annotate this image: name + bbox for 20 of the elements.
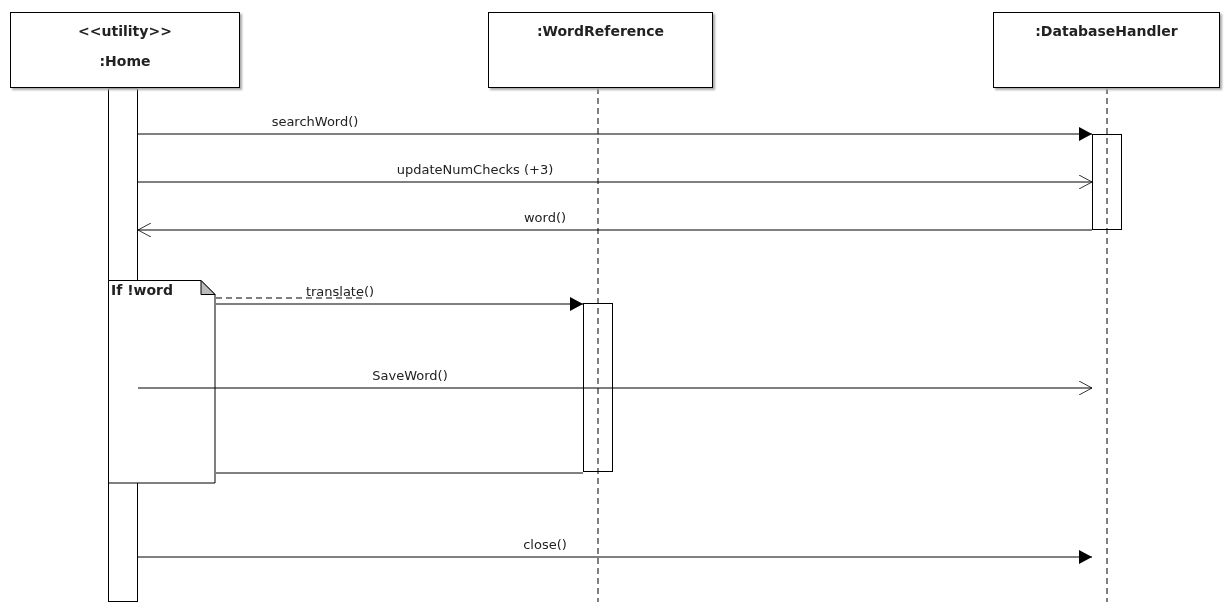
message-label: translate() xyxy=(305,284,375,299)
stereotype-label: <<utility>> xyxy=(77,22,173,41)
message-label: close() xyxy=(523,537,567,552)
note xyxy=(108,280,216,484)
message-arrow xyxy=(137,550,1093,564)
participant-box xyxy=(10,12,240,88)
participant-name: :Home xyxy=(98,52,152,71)
activation-bar xyxy=(1092,134,1122,230)
message-arrow xyxy=(215,297,584,311)
message-label: SaveWord() xyxy=(372,368,448,383)
message-label: word() xyxy=(523,210,567,225)
note-text: If !word xyxy=(111,282,174,298)
participant-box xyxy=(488,12,713,88)
participant-name: :DatabaseHandler xyxy=(1034,22,1179,41)
message-label: searchWord() xyxy=(271,114,359,129)
activation-bar xyxy=(583,303,613,472)
message-label: updateNumChecks (+3) xyxy=(396,162,554,177)
message-arrow xyxy=(137,127,1093,141)
participant-name: :WordReference xyxy=(535,22,666,41)
participant-box xyxy=(993,12,1220,88)
